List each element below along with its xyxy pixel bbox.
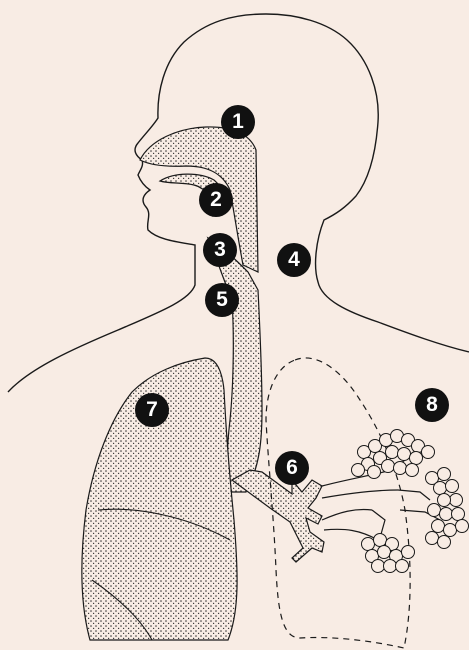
marker-6: 6 [275,451,309,485]
marker-7: 7 [135,393,169,427]
marker-1: 1 [221,105,255,139]
bronchiole-tree [322,455,440,545]
marker-8: 8 [415,388,449,422]
marker-2: 2 [199,183,233,217]
alveoli-cluster [352,430,469,573]
marker-3: 3 [203,233,237,267]
main-bronchus [232,470,324,562]
marker-4: 4 [277,243,311,277]
marker-5: 5 [205,283,239,317]
